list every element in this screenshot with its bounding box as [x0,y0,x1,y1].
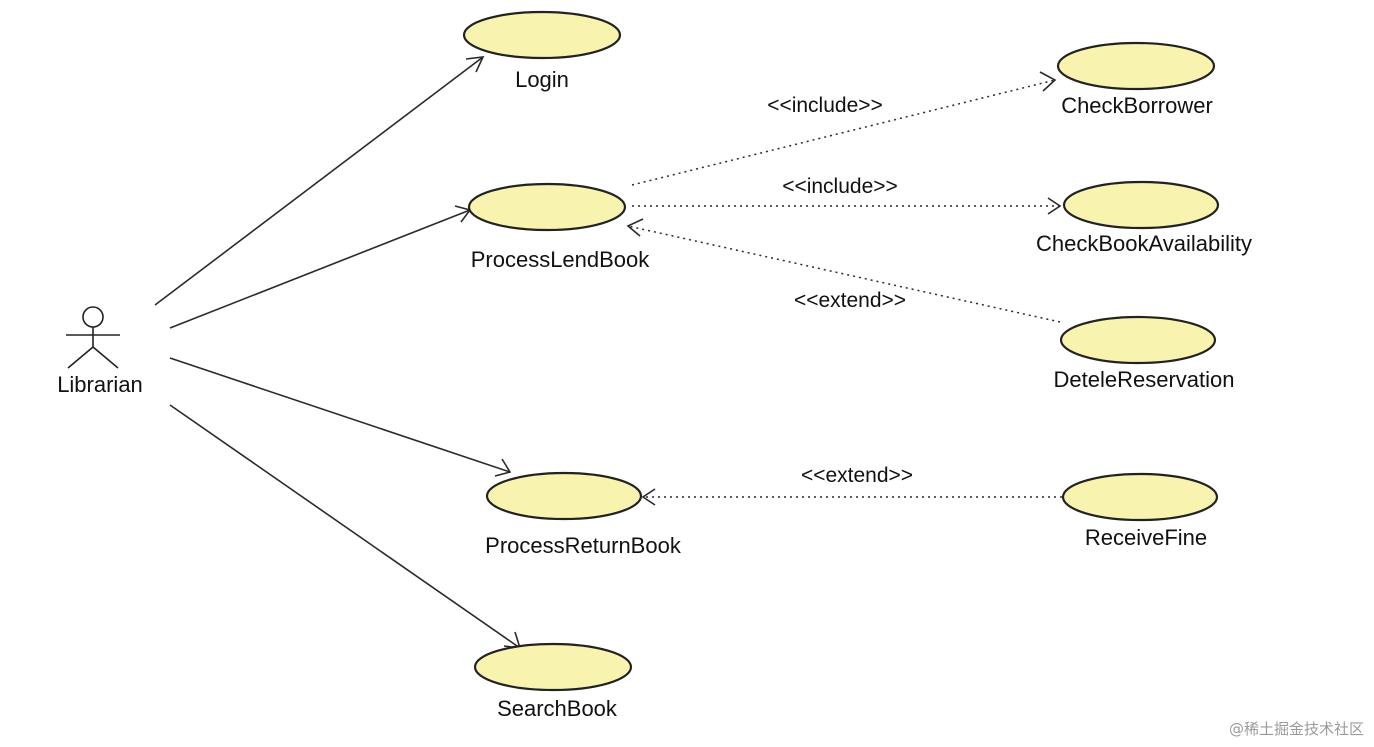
extend-label-2: <<extend>> [801,464,913,487]
arrowhead-login [465,56,485,73]
association-process-lend-book [169,209,471,329]
watermark: @稀土掘金技术社区 [1228,720,1364,738]
association-login [154,56,484,306]
arrowhead-process-lend-book [454,205,472,223]
extend-detele-reservation-arrowhead [626,218,644,237]
use-case-check-borrower[interactable]: CheckBorrower [1056,41,1216,118]
use-case-label: CheckBorrower [1061,93,1213,118]
use-case-process-lend-book[interactable]: ProcessLendBook [467,182,651,272]
include-check-availability-arrowhead [1047,197,1062,215]
actor-label: Librarian [57,372,143,397]
extend-detele-reservation-line [627,225,1061,323]
use-case-label: CheckBookAvailability [1036,231,1252,256]
use-case-ellipse [1056,41,1216,91]
actor-right-leg [92,346,119,369]
librarian-actor[interactable]: Librarian [57,306,143,397]
use-case-ellipse [1061,472,1219,522]
use-case-label: ReceiveFine [1085,525,1207,550]
arrowhead-process-return-book [494,458,512,477]
use-case-login[interactable]: Login [462,10,622,92]
use-case-search-book[interactable]: SearchBook [473,642,633,721]
use-case-ellipse [473,642,633,692]
use-case-detele-reservation[interactable]: DeteleReservation [1054,315,1235,392]
actor-head [82,306,104,328]
include-label-2: <<include>> [782,175,898,198]
actor-left-leg [67,346,94,369]
extend-label-1: <<extend>> [794,289,906,312]
use-case-label: SearchBook [497,696,618,721]
use-case-ellipse [1062,180,1220,230]
use-case-label: ProcessReturnBook [485,533,682,558]
use-case-ellipse [467,182,627,232]
use-case-label: Login [515,67,569,92]
extend-receive-fine-arrowhead [641,488,656,506]
use-case-ellipse [485,471,643,521]
use-case-process-return-book[interactable]: ProcessReturnBook [485,471,682,558]
include-label-1: <<include>> [767,94,883,117]
associations [154,56,522,649]
association-process-return-book [169,357,511,473]
use-case-label: DeteleReservation [1054,367,1235,392]
use-case-ellipse [462,10,622,60]
use-case-label: ProcessLendBook [471,247,651,272]
association-search-book [169,404,521,649]
use-case-receive-fine[interactable]: ReceiveFine [1061,472,1219,550]
include-check-borrower-arrowhead [1039,71,1057,92]
include-check-borrower-line [631,79,1056,186]
use-case-check-book-availability[interactable]: CheckBookAvailability [1036,180,1252,256]
dependencies: <<include>> <<include>> <<extend>> <<ext… [626,71,1062,506]
use-case-ellipse [1059,315,1217,365]
